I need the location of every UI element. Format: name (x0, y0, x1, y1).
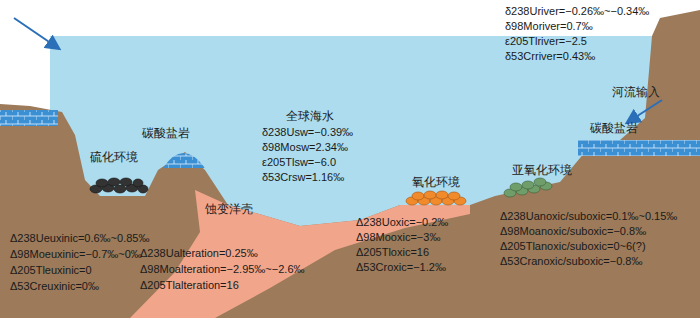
value-label: Δ53Croxic=−1.2‰ (356, 261, 446, 274)
carbonate-left (0, 110, 58, 126)
value-label: 碳酸盐岩 (142, 127, 190, 141)
value-label: δ53Crriver=0.43‰ (505, 50, 595, 63)
value-label: ε205Tlriver=−2.5 (505, 35, 587, 48)
value-label: 氧化环境 (412, 176, 460, 190)
carbonate-right (578, 140, 700, 156)
oxic-sediment (406, 191, 466, 205)
value-label: δ98Moriver=0.7‰ (505, 20, 593, 33)
altered-oceanic-crust (130, 190, 470, 318)
value-label: δ238Usw=−0.39‰ (262, 126, 353, 139)
value-label: Δ98Moanoxic/suboxic=−0.8‰ (500, 225, 646, 238)
value-label: δ53Crsw=1.16‰ (262, 171, 344, 184)
value-label: Δ205Tleuxinic=0 (10, 264, 92, 277)
value-label: Δ238Uoxic=−0.2‰ (356, 216, 448, 229)
input-arrow (14, 18, 58, 48)
value-label: Δ53Creuxinic=0‰ (10, 280, 99, 293)
value-label: 全球海水 (286, 110, 334, 124)
value-label: Δ238Uanoxic/suboxic=0.1‰~0.15‰ (500, 210, 677, 223)
value-label: δ238Uriver=−0.26‰~−0.34‰ (505, 5, 649, 18)
value-label: 碳酸盐岩 (590, 122, 638, 136)
value-label: Δ205Tlalteration=16 (140, 279, 239, 292)
value-label: Δ98Moalteration=−2.95‰~−2.6‰ (140, 263, 305, 276)
value-label: ε205Tlsw=−6.0 (262, 156, 336, 169)
value-label: Δ205Tlanoxic/suboxic=0~6(?) (500, 240, 646, 253)
value-label: δ98Mosw=2.34‰ (262, 141, 348, 154)
value-label: Δ205Tloxic=16 (356, 246, 429, 259)
suboxic-sediment (504, 178, 552, 197)
value-label: Δ98Mooxic=−3‰ (356, 231, 440, 244)
land (0, 10, 700, 318)
value-label: 蚀变洋壳 (205, 203, 253, 217)
value-label: 河流输入 (612, 86, 660, 100)
value-label: Δ53Cranoxic/suboxic=−0.8‰ (500, 255, 642, 268)
value-label: Δ238Ueuxinic=0.6‰~0.85‰ (10, 232, 149, 245)
value-label: 硫化环境 (90, 151, 138, 165)
value-label: 亚氧化环境 (512, 164, 572, 178)
carbonate-mound (163, 153, 205, 168)
value-label: Δ98Moeuxinic=−0.7‰~0‰ (10, 248, 142, 261)
euxinic-sediment (90, 178, 148, 193)
input-arrow (628, 100, 662, 122)
value-label: Δ238Ualteration=0.25‰ (140, 247, 258, 260)
